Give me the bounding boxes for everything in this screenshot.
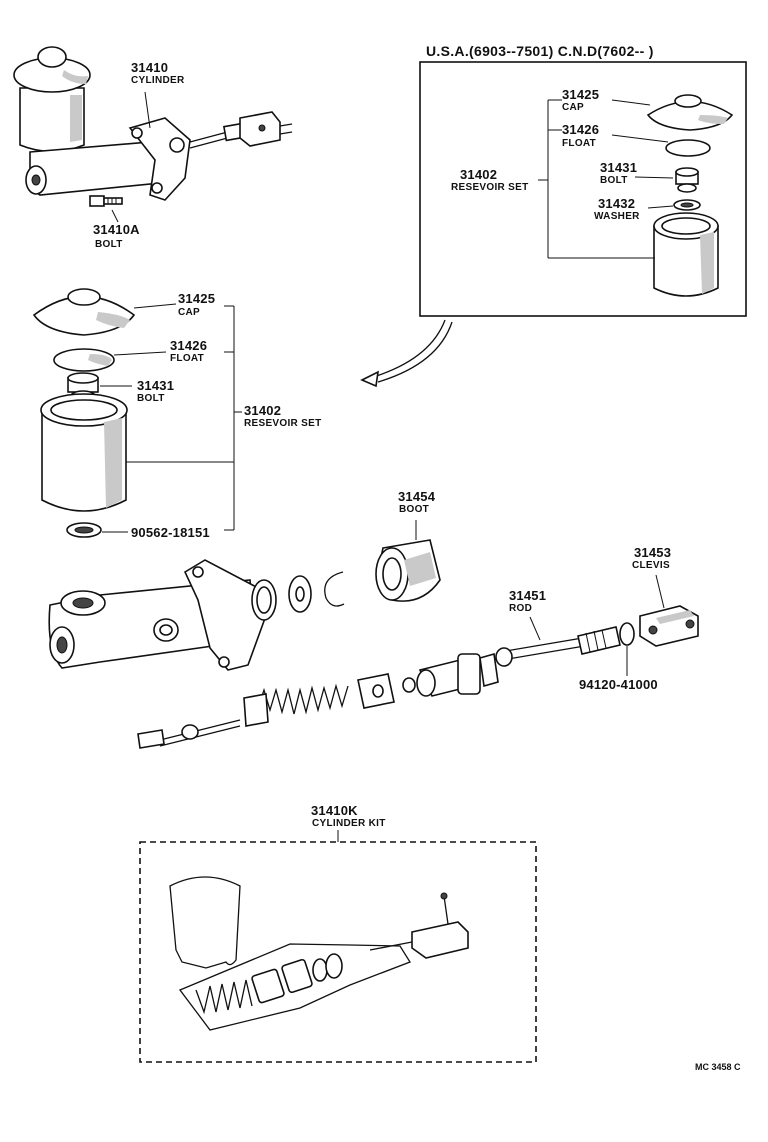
inset-float-name: FLOAT (562, 138, 597, 149)
master-cylinder-assembly-top (13, 46, 293, 223)
reservoir-set-number: 31402 (244, 403, 282, 418)
cylinder-kit (139, 830, 537, 1063)
rod-part-name: ROD (509, 603, 533, 614)
rod-part-number: 31451 (509, 588, 547, 603)
clevis-part-name: CLEVIS (632, 560, 670, 571)
kit-part-number: 31410K (311, 803, 358, 818)
cylinder-part-number: 31410 (131, 60, 169, 75)
inset-washer-number: 31432 (598, 196, 636, 211)
inset-washer-name: WASHER (594, 211, 640, 222)
bolt-part-number: 31410A (93, 222, 140, 237)
reservoir-float-number: 31426 (170, 338, 208, 353)
clevis-part-number: 31453 (634, 545, 672, 560)
reservoir-seal-number: 90562-18151 (131, 525, 210, 540)
boot-part-number: 31454 (398, 489, 436, 504)
inset-cap-number: 31425 (562, 87, 600, 102)
inset-reservoir-name: RESEVOIR SET (451, 182, 529, 193)
reservoir-float-name: FLOAT (170, 353, 205, 364)
reservoir-set (32, 288, 242, 538)
cylinder-part-name: CYLINDER (131, 75, 185, 86)
exploded-cylinder (48, 520, 699, 749)
diagram-code: MC 3458 C (695, 1062, 741, 1072)
bolt-part-name: BOLT (95, 239, 123, 250)
inset-float-number: 31426 (562, 122, 600, 137)
reservoir-set-name: RESEVOIR SET (244, 418, 322, 429)
nut-part-number: 94120-41000 (579, 677, 658, 692)
boot-part-name: BOOT (399, 504, 430, 515)
kit-part-name: CYLINDER KIT (312, 818, 386, 829)
reservoir-bolt-name: BOLT (137, 393, 165, 404)
reservoir-cap-number: 31425 (178, 291, 216, 306)
inset-reservoir-number: 31402 (460, 167, 498, 182)
reservoir-cap-name: CAP (178, 307, 201, 318)
inset-box (360, 61, 747, 388)
inset-cap-name: CAP (562, 102, 585, 113)
reservoir-bolt-number: 31431 (137, 378, 175, 393)
inset-header: U.S.A.(6903--7501) C.N.D(7602-- ) (426, 43, 654, 59)
inset-bolt-name: BOLT (600, 175, 628, 186)
inset-bolt-number: 31431 (600, 160, 638, 175)
